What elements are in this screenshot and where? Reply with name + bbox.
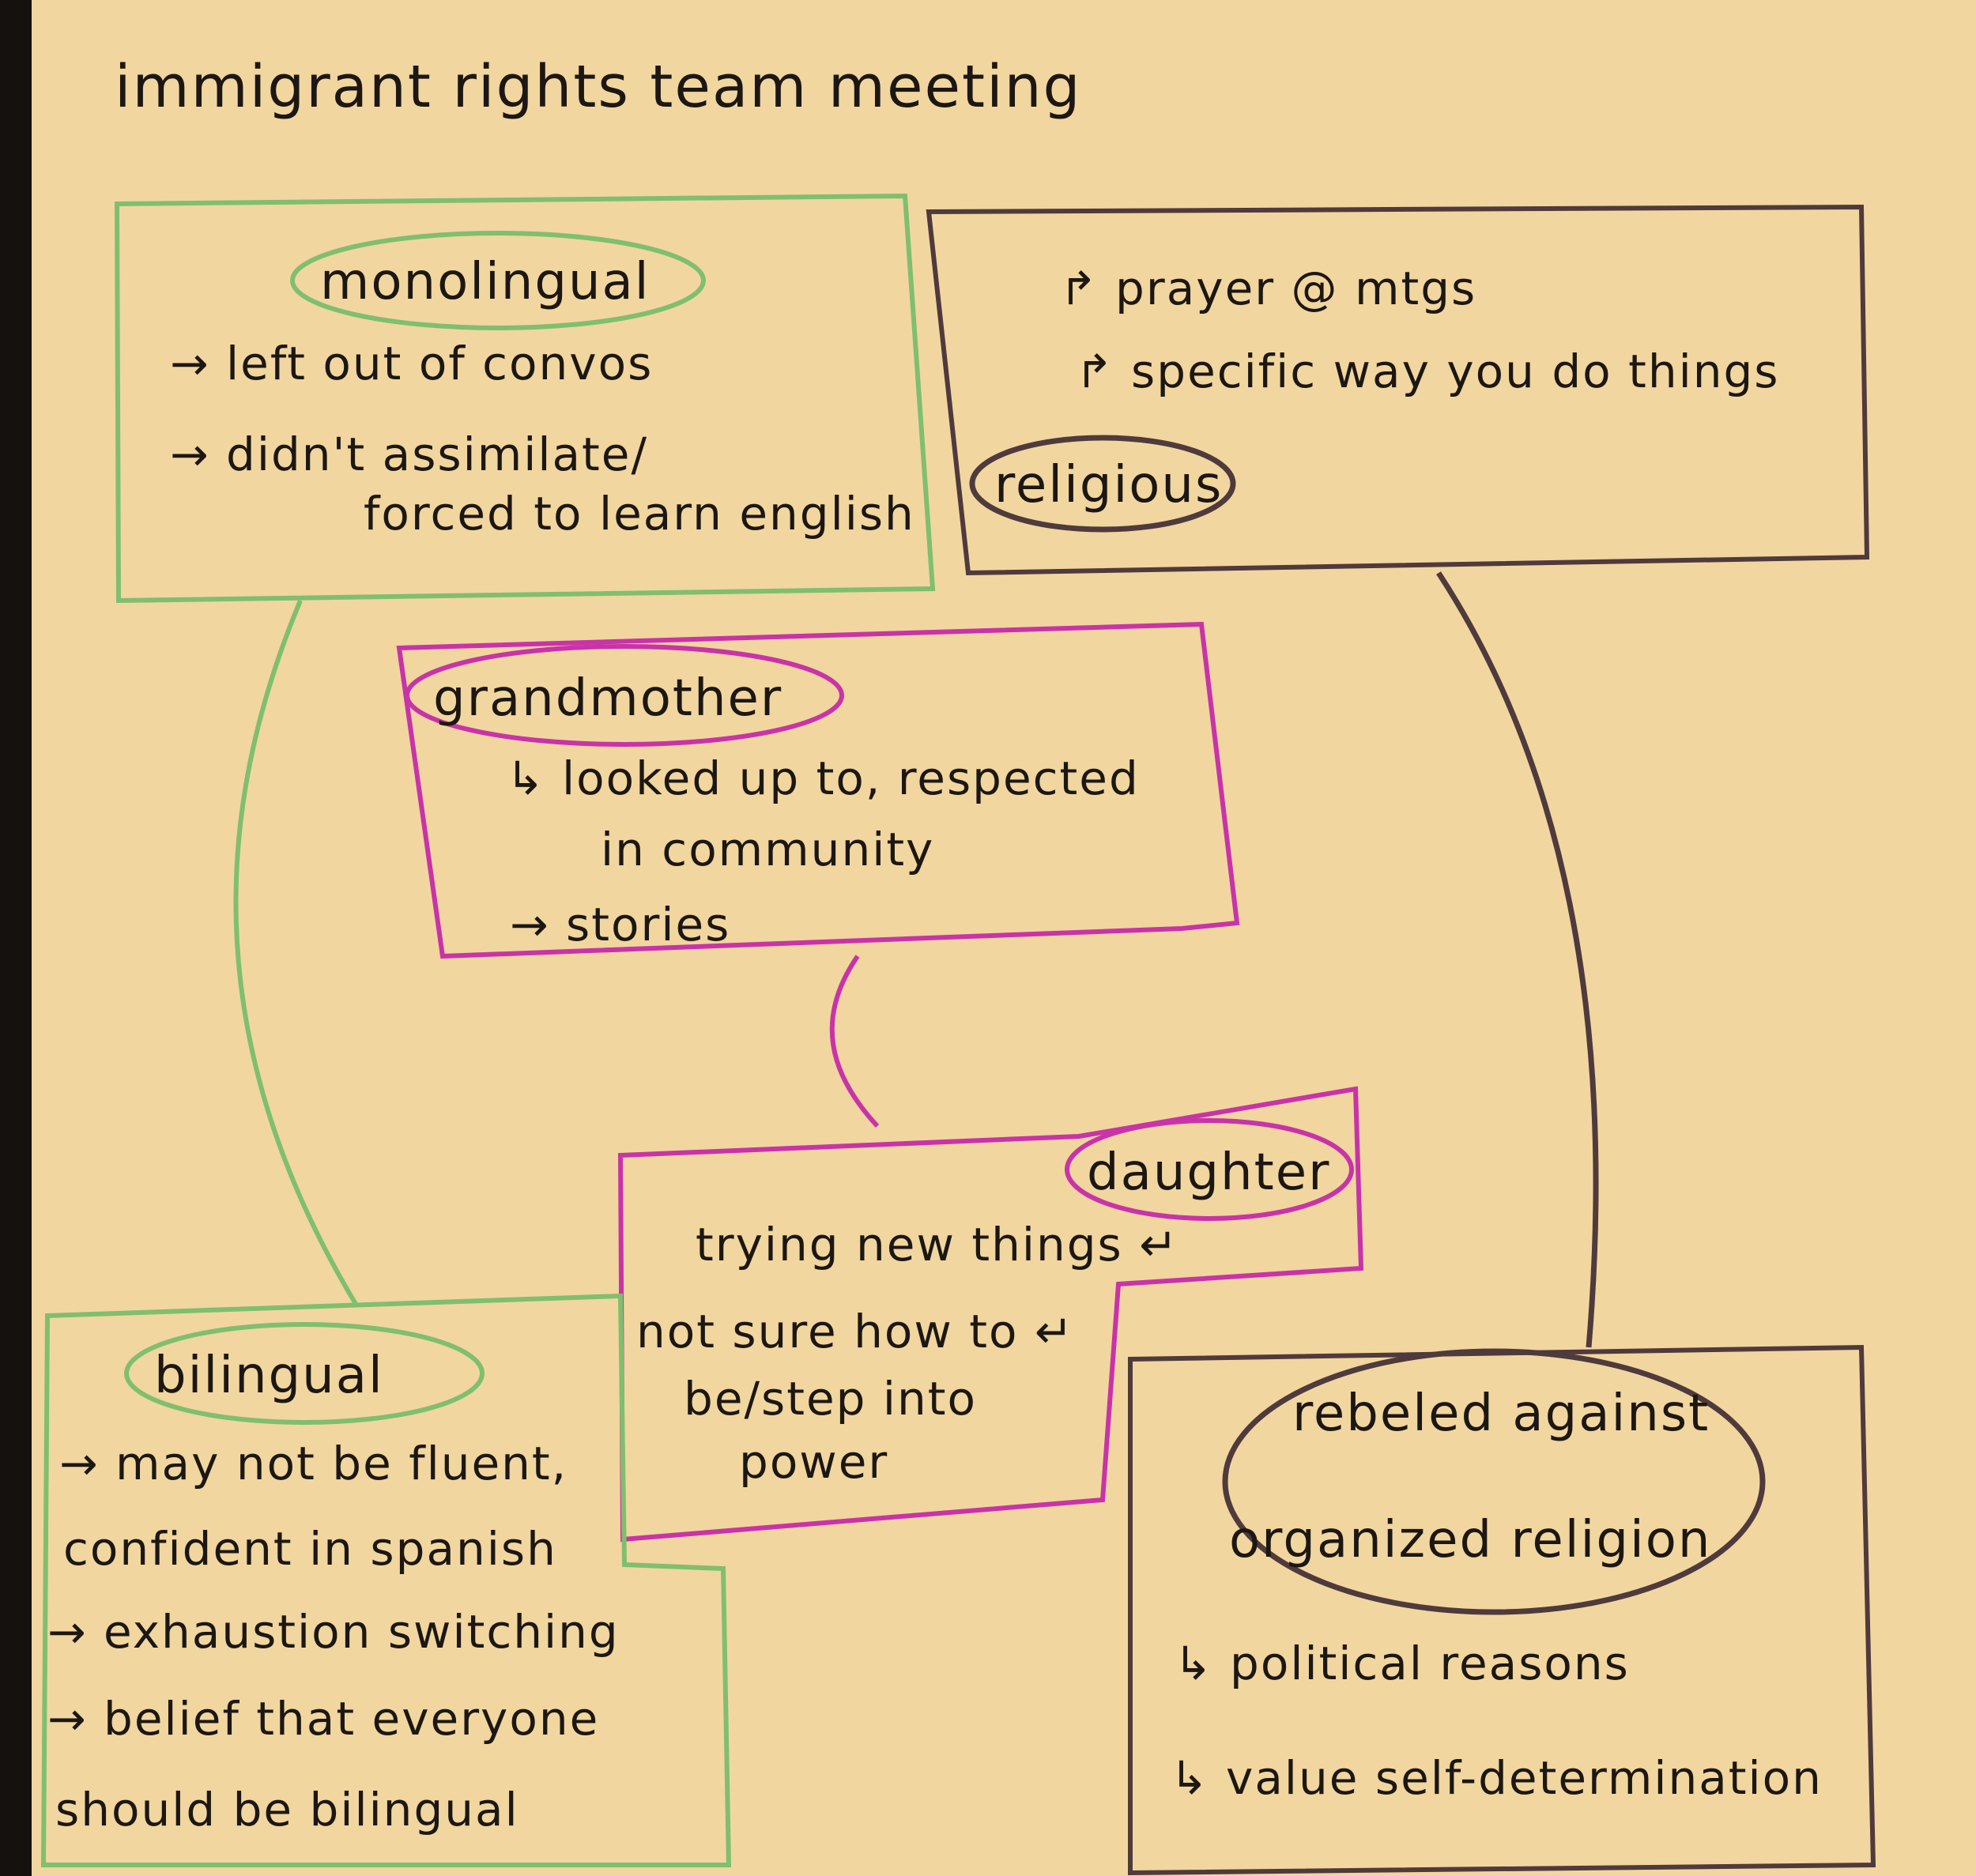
rebeled-label-oval bbox=[1222, 1348, 1766, 1615]
bilingual-item-5: should be bilingual bbox=[55, 1783, 519, 1836]
monolingual-item-1: → left out of convos bbox=[170, 337, 653, 390]
monolingual-item-2: → didn't assimilate/ bbox=[170, 428, 648, 481]
religious-box bbox=[926, 204, 1870, 576]
grandmother-label-oval bbox=[405, 644, 844, 747]
bilingual-label-oval bbox=[124, 1322, 485, 1425]
paper-shadow-left bbox=[0, 0, 32, 1876]
grandmother-item-1: ↳ looked up to, respected bbox=[506, 752, 1140, 805]
grandmother-item-2: in community bbox=[601, 823, 934, 876]
daughter-label-oval bbox=[1065, 1118, 1354, 1221]
rebeled-box bbox=[1128, 1344, 1876, 1876]
connector-religious-rebeled bbox=[1436, 571, 1599, 1348]
grandmother-box bbox=[396, 621, 1240, 959]
daughter-item-4: power bbox=[739, 1435, 888, 1489]
bilingual-label: bilingual bbox=[154, 1347, 384, 1405]
rebeled-label-line-2: organized religion bbox=[1229, 1511, 1711, 1569]
connector-monolingual-bilingual bbox=[233, 599, 358, 1305]
daughter-item-1: trying new things ↵ bbox=[696, 1218, 1179, 1271]
daughter-item-3: be/step into bbox=[684, 1372, 977, 1426]
node-daughter: daughter trying new things ↵ not sure ho… bbox=[617, 1086, 1364, 1543]
monolingual-box bbox=[114, 193, 936, 604]
grandmother-label: grandmother bbox=[433, 669, 782, 728]
node-monolingual: monolingual → left out of convos → didn'… bbox=[114, 193, 936, 604]
node-grandmother: grandmother ↳ looked up to, respected in… bbox=[396, 621, 1240, 959]
religious-item-2: ↱ specific way you do things bbox=[1075, 345, 1780, 398]
rebeled-label-line-1: rebeled against bbox=[1292, 1384, 1710, 1443]
page-title: immigrant rights team meeting bbox=[115, 53, 1082, 121]
religious-label-oval bbox=[969, 435, 1236, 533]
religious-item-1: ↱ prayer @ mtgs bbox=[1059, 262, 1476, 315]
node-bilingual: bilingual → may not be fluent, confident… bbox=[40, 1293, 732, 1867]
grandmother-item-3: → stories bbox=[510, 898, 730, 951]
monolingual-item-3: forced to learn english bbox=[364, 487, 915, 541]
daughter-label: daughter bbox=[1087, 1143, 1330, 1202]
monolingual-label-oval bbox=[290, 231, 706, 330]
bilingual-item-4: → belief that everyone bbox=[47, 1692, 599, 1746]
bilingual-item-3: → exhaustion switching bbox=[47, 1605, 620, 1659]
bilingual-box bbox=[40, 1293, 732, 1867]
node-rebeled: rebeled against organized religion ↳ pol… bbox=[1128, 1344, 1876, 1876]
rebeled-item-1: ↳ political reasons bbox=[1174, 1637, 1630, 1690]
monolingual-label: monolingual bbox=[320, 253, 650, 311]
node-religious: ↱ prayer @ mtgs ↱ specific way you do th… bbox=[926, 204, 1870, 576]
rebeled-item-2: ↳ value self-determination bbox=[1170, 1751, 1823, 1805]
paper-sheet bbox=[17, 0, 1976, 1876]
daughter-item-2: not sure how to ↵ bbox=[636, 1305, 1074, 1358]
bilingual-item-2: confident in spanish bbox=[63, 1522, 557, 1576]
religious-label: religious bbox=[994, 456, 1223, 514]
connector-grandmother-daughter bbox=[829, 955, 880, 1128]
bilingual-item-1: → may not be fluent, bbox=[59, 1437, 568, 1490]
